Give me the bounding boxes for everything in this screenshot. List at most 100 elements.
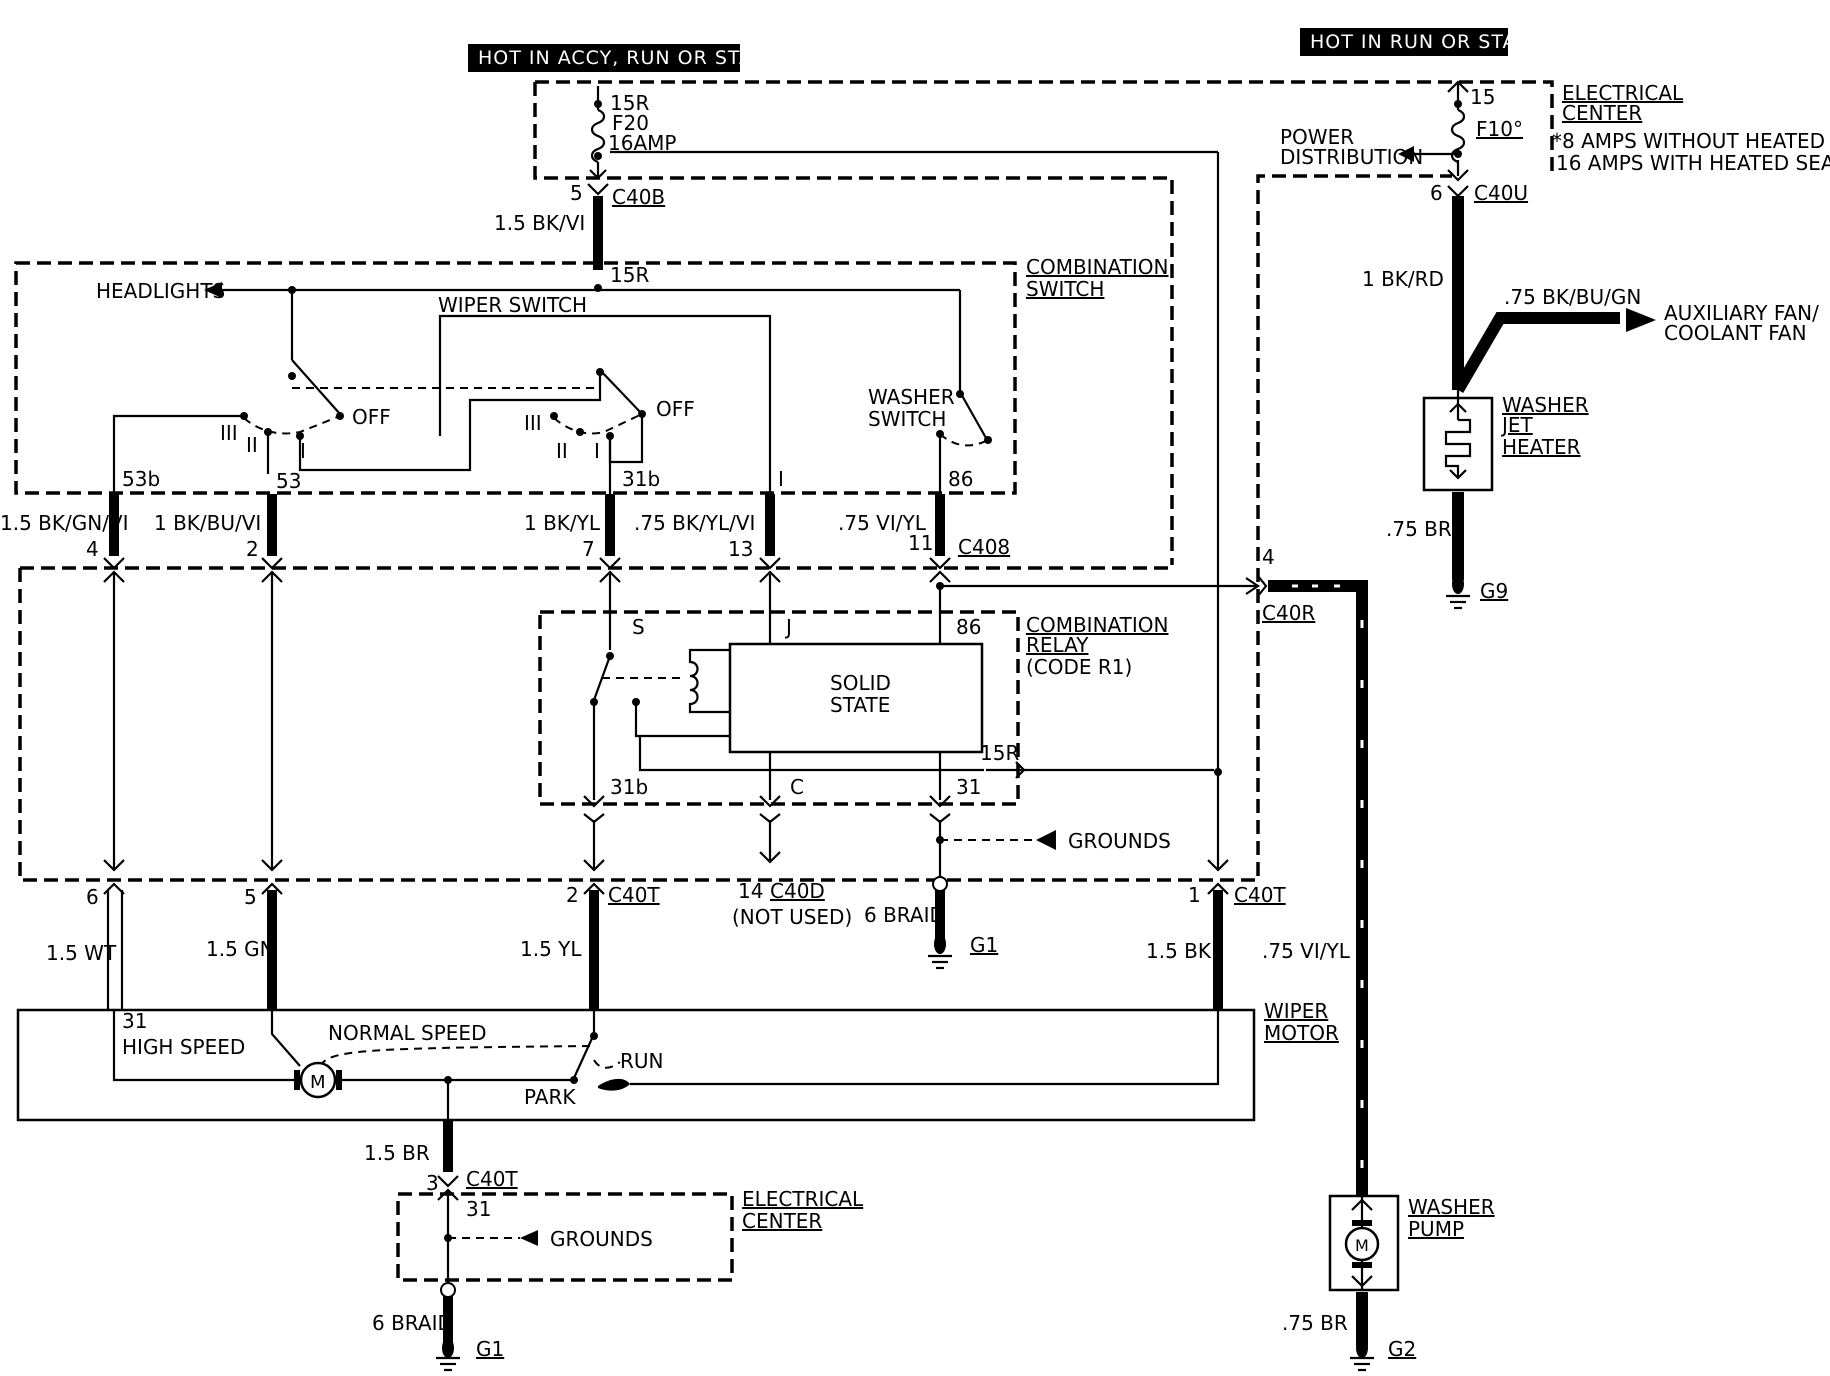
terminal-53: 53 <box>276 469 301 493</box>
solid-state-label-1: SOLID <box>830 671 891 695</box>
c408-pin-4: 4 <box>86 537 99 561</box>
c40t-pin-5: 5 <box>244 885 257 909</box>
c40t-label-2: C40T <box>1234 883 1286 907</box>
motor-park-label: PARK <box>524 1085 576 1109</box>
switch-pos-i-1: I <box>300 439 306 463</box>
c40u-connector-icon <box>1447 185 1469 198</box>
switch-15r-terminal: 15R <box>610 263 649 287</box>
headlights-label: HEADLIGHTS <box>96 279 225 303</box>
ground-g2-icon <box>1350 1338 1374 1372</box>
relay-terminal-15r: 15R <box>980 741 1019 765</box>
relay-grounds-label: GROUNDS <box>1068 829 1171 853</box>
fuse-note-2: 16 AMPS WITH HEATED SEATS <box>1556 151 1830 175</box>
wiper-switch-label: WIPER SWITCH <box>438 293 587 317</box>
washer-pump-box <box>1328 1194 1400 1292</box>
c40d-label: C40D <box>770 879 825 903</box>
wire-1-bk-rd-label: 1 BK/RD <box>1362 267 1444 291</box>
wire-1-5-yl-label: 1.5 YL <box>520 937 582 961</box>
supply-label-left-box <box>468 44 740 72</box>
wire-75-vi-yl-label: .75 VI/YL <box>838 511 927 535</box>
c408-pin-11: 11 <box>908 531 933 555</box>
motor-terminal-31: 31 <box>122 1009 147 1033</box>
fuse-f20-terminal: 15R <box>610 91 649 115</box>
ground-g9-label: G9 <box>1480 579 1508 603</box>
pass-through-wires <box>103 570 1229 872</box>
wire-1-bk-yl-label: 1 BK/YL <box>524 511 601 535</box>
wiper-motor-label-1: WIPER <box>1264 999 1328 1023</box>
grounds-arrow-icon <box>1036 830 1056 850</box>
wire-75-bk-yl-vi-label: .75 BK/YL/VI <box>634 511 755 535</box>
terminal-i: I <box>778 467 784 491</box>
supply-label-right: HOT IN RUN OR START <box>1310 31 1542 53</box>
ground-g1-relay-label: G1 <box>970 933 998 957</box>
wire-75-br-g2-label: .75 BR <box>1282 1311 1348 1335</box>
switch-off-1: OFF <box>352 405 391 429</box>
c40r-label: C40R <box>1262 601 1315 625</box>
c40d-pin: 14 <box>738 879 763 903</box>
c40b-pin: 5 <box>570 181 583 205</box>
relay-terminal-31b: 31b <box>610 775 648 799</box>
fuse-f10-name: F10° <box>1476 117 1523 141</box>
bottom-terminal-31: 31 <box>466 1197 491 1221</box>
bottom-elec-center-1: ELECTRICAL <box>742 1187 864 1211</box>
wire-1-5-bk-gn-vi-label: 1.5 BK/GN/VI <box>0 511 129 535</box>
c40t-label-1: C40T <box>608 883 660 907</box>
wire-75-br-g9-label: .75 BR <box>1386 517 1452 541</box>
washer-pump-m-label: M <box>1355 1236 1369 1255</box>
ground-g1-bottom-icon <box>436 1338 460 1372</box>
washer-jet-heater-label-2: JET <box>1500 413 1534 437</box>
aux-fan-arrow-icon <box>1626 308 1656 332</box>
wire-1-5-wt-label: 1.5 WT <box>46 941 117 965</box>
switch-pos-ii-1: II <box>246 433 258 457</box>
washer-pump-motor-icon: M <box>1344 1220 1380 1268</box>
ground-g2-label: G2 <box>1388 1337 1416 1361</box>
relay-terminal-31: 31 <box>956 775 981 799</box>
motor-high-speed-label: HIGH SPEED <box>122 1035 245 1059</box>
combination-switch-label-1: COMBINATION <box>1026 255 1169 279</box>
washer-pump-label-2: PUMP <box>1408 1217 1464 1241</box>
wire-75-vi-yl-pump <box>1268 580 1368 1196</box>
fuse-f10-terminal: 15 <box>1470 85 1495 109</box>
solid-state-module <box>728 642 984 754</box>
bottom-grounds-arrow-icon <box>520 1230 538 1246</box>
c40t-pin-2: 2 <box>566 883 579 907</box>
wire-75-vi-yl-pump-label: .75 VI/YL <box>1262 939 1351 963</box>
c40b-label: C40B <box>612 185 665 209</box>
combination-switch-label-2: SWITCH <box>1026 277 1104 301</box>
wiper-motor-label-2: MOTOR <box>1264 1021 1339 1045</box>
relay-coil-icon <box>688 648 730 714</box>
wiper-switch-blade-1 <box>291 359 341 415</box>
fuse-f10 <box>1447 80 1469 182</box>
fuse-note-1: *8 AMPS WITHOUT HEATED SEATS <box>1552 129 1830 153</box>
wire-1-bk-bu-vi-label: 1 BK/BU/VI <box>154 511 261 535</box>
c40d-note: (NOT USED) <box>732 905 852 929</box>
wire-1-5-bk-vi-label: 1.5 BK/VI <box>494 211 585 235</box>
washer-pump-label-1: WASHER <box>1408 1195 1495 1219</box>
combination-switch-box <box>14 261 1017 495</box>
ground-g9-icon <box>1446 574 1470 610</box>
wire-1-5-gn-label: 1.5 GN <box>206 937 275 961</box>
fuse-f20 <box>589 86 607 180</box>
relay-label-3: (CODE R1) <box>1026 655 1132 679</box>
bottom-braid-label: 6 BRAID <box>372 1311 453 1335</box>
washer-switch-label-2: SWITCH <box>868 407 946 431</box>
power-distribution-label-1: POWER <box>1280 125 1354 149</box>
relay-label-1: COMBINATION <box>1026 613 1169 637</box>
supply-label-right-box <box>1300 28 1508 56</box>
washer-switch-blade <box>959 391 987 439</box>
c40t-pin-1: 1 <box>1188 883 1201 907</box>
ground-g1-relay-icon <box>928 934 952 970</box>
c408-pin-7: 7 <box>582 537 595 561</box>
c40u-pin: 6 <box>1430 181 1443 205</box>
relay-terminal-j: J <box>784 615 792 639</box>
c40u-label: C40U <box>1474 181 1528 205</box>
switch-pos-ii-2: II <box>556 439 568 463</box>
c408-pin-13: 13 <box>728 537 753 561</box>
c40r-pin: 4 <box>1262 545 1275 569</box>
wire-1-5-br-label: 1.5 BR <box>364 1141 430 1165</box>
washer-jet-heater <box>1422 390 1494 492</box>
washer-jet-heater-label-3: HEATER <box>1502 435 1581 459</box>
wire-75-bk-bu-gn <box>1452 312 1620 394</box>
relay-label-2: RELAY <box>1026 633 1089 657</box>
aux-fan-label-1: AUXILIARY FAN/ <box>1664 301 1819 325</box>
